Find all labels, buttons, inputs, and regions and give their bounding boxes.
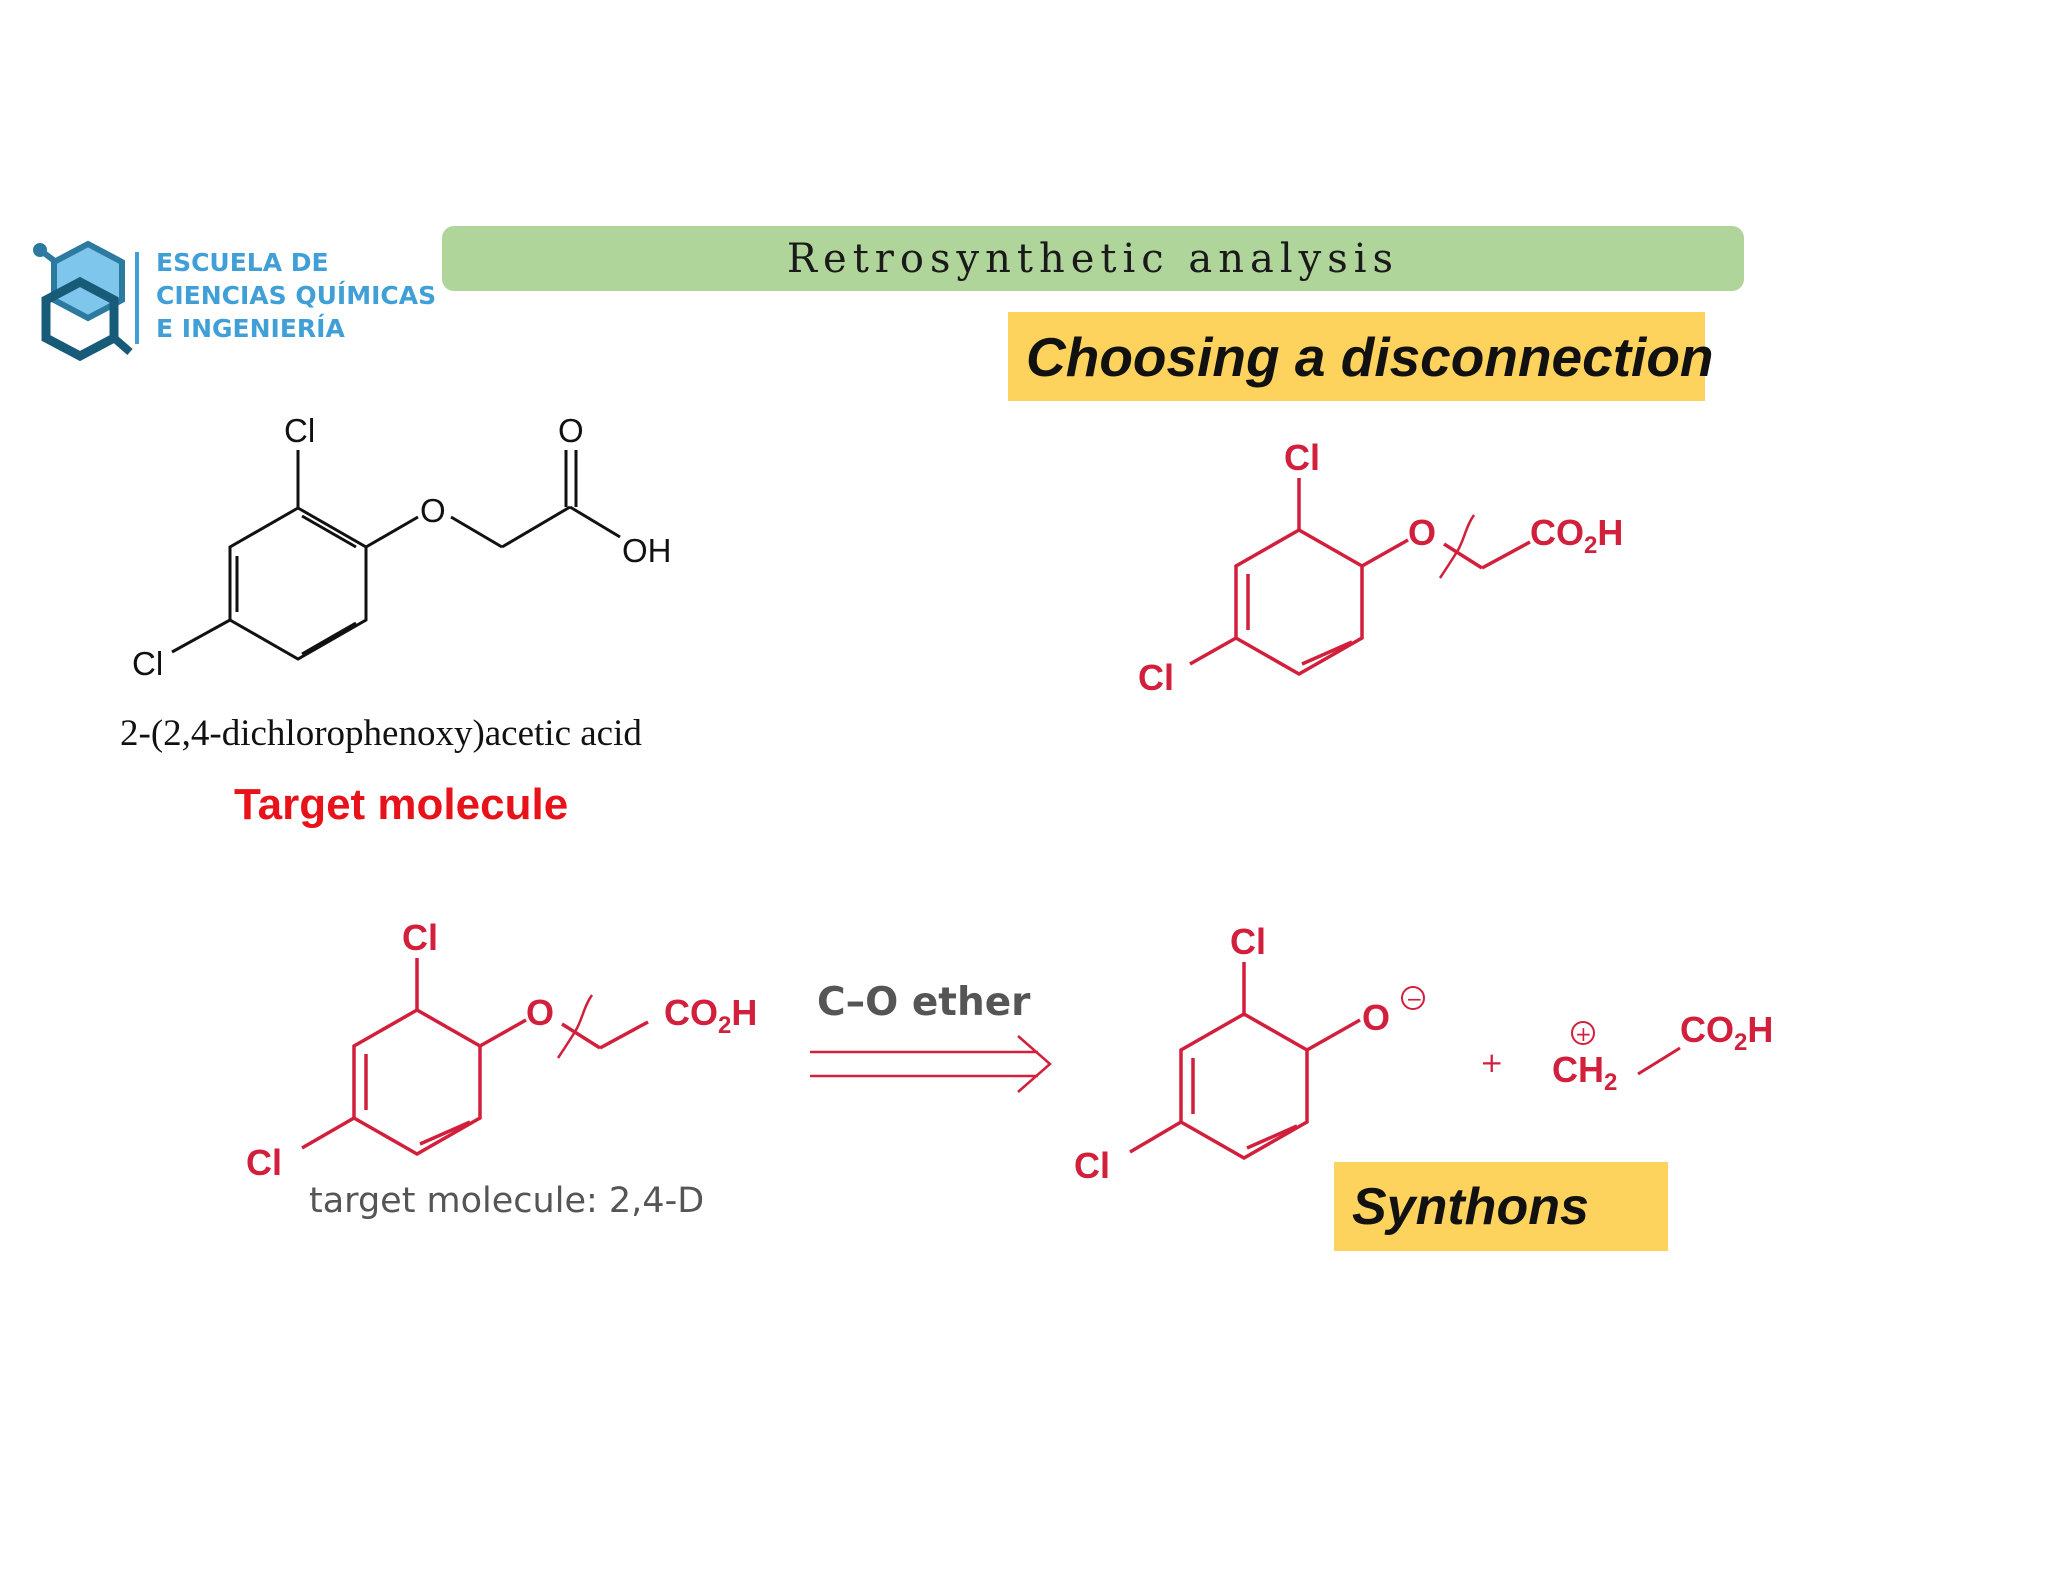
cation-acid-co: CO	[1680, 1009, 1734, 1050]
logo-line-3: E INGENIERÍA	[156, 314, 345, 343]
svg-text:CO2H: CO2H	[1680, 1009, 1773, 1056]
hexagon-logo-icon	[33, 240, 133, 362]
target-molecule-label: Target molecule	[234, 780, 569, 829]
rxn-atom-oxygen: O	[526, 992, 554, 1033]
syn-atom-cl-top: Cl	[1230, 921, 1266, 962]
atom-cl-top: Cl	[284, 412, 315, 449]
school-logo	[30, 238, 400, 362]
rxn-atom-cl-top: Cl	[402, 917, 438, 958]
rxn-acid-co: CO	[664, 992, 718, 1033]
atom-carbonyl-oxygen: O	[558, 412, 584, 449]
cation-acid-h: H	[1747, 1009, 1773, 1050]
page-title: Retrosynthetic analysis	[786, 235, 1400, 282]
atom-hydroxyl: OH	[622, 532, 672, 569]
svg-text:CO2H: CO2H	[1530, 512, 1623, 559]
rxn-atom-cl-left: Cl	[246, 1142, 282, 1183]
title-bar: Retrosynthetic analysis	[442, 226, 1744, 291]
logo-line-1: ESCUELA DE	[156, 248, 329, 277]
negative-charge-icon: −	[1406, 987, 1423, 1011]
cation-ch: CH	[1552, 1049, 1604, 1090]
synthons-label: Synthons	[1352, 1177, 1589, 1236]
svg-text:CH2: CH2	[1552, 1049, 1617, 1096]
disc-acid-co: CO	[1530, 512, 1584, 553]
disc-atom-cl-top: Cl	[1284, 437, 1320, 478]
cation-ch-sub: 2	[1604, 1069, 1617, 1096]
atom-cl-left: Cl	[132, 645, 163, 682]
atom-ether-oxygen: O	[420, 492, 446, 529]
syn-atom-cl-left: Cl	[1074, 1145, 1110, 1186]
reaction-target-caption: target molecule: 2,4-D	[309, 1181, 705, 1221]
plus-sign: +	[1480, 1046, 1503, 1079]
disc-acid-h: H	[1597, 512, 1623, 553]
disc-atom-oxygen: O	[1408, 512, 1436, 553]
disc-acid-sub: 2	[1584, 532, 1597, 559]
positive-charge-icon: +	[1575, 1022, 1592, 1046]
rxn-acid-sub: 2	[718, 1012, 731, 1039]
syn-atom-oxygen: O	[1362, 997, 1390, 1038]
cation-acid-sub: 2	[1734, 1029, 1747, 1056]
rxn-acid-h: H	[731, 992, 757, 1033]
arrow-label: C–O ether	[817, 980, 1031, 1025]
iupac-name: 2-(2,4-dichlorophenoxy)acetic acid	[120, 713, 642, 754]
logo-line-2: CIENCIAS QUÍMICAS	[156, 281, 437, 310]
svg-text:CO2H: CO2H	[664, 992, 757, 1039]
disc-atom-cl-left: Cl	[1138, 657, 1174, 698]
disconnection-heading: Choosing a disconnection	[1026, 325, 1714, 388]
synthons-label-box: Synthons	[1334, 1162, 1668, 1251]
disconnection-heading-box: Choosing a disconnection	[1008, 312, 1714, 401]
logo-divider	[135, 252, 139, 344]
